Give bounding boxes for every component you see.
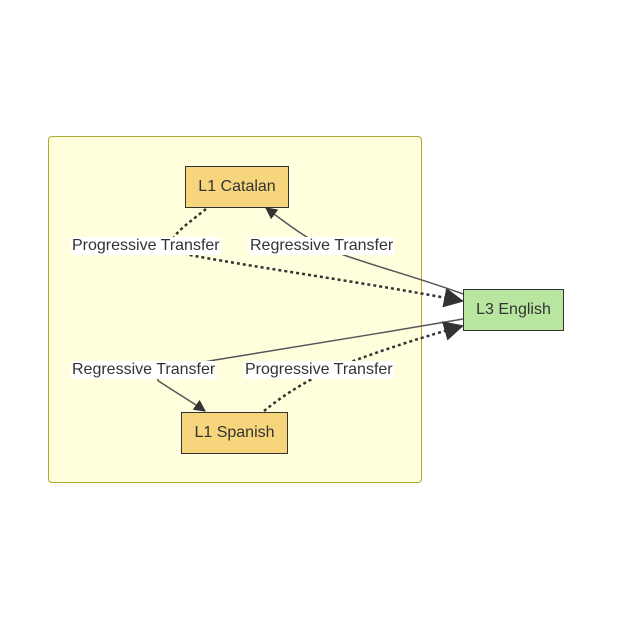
node-l1-spanish[interactable]: L1 Spanish: [181, 412, 288, 454]
node-l3-english[interactable]: L3 English: [463, 289, 564, 331]
node-l3-english-label: L3 English: [476, 301, 551, 318]
edge-label-english-regressive-catalan: Regressive Transfer: [249, 237, 395, 255]
edge-label-english-regressive-spanish: Regressive Transfer: [71, 361, 217, 379]
edge-catalan-progressive: [170, 208, 464, 308]
node-l1-catalan[interactable]: L1 Catalan: [185, 166, 289, 208]
node-l1-spanish-label: L1 Spanish: [194, 424, 275, 441]
edge-label-spanish-progressive: Progressive Transfer: [244, 361, 394, 379]
edge-label-catalan-progressive: Progressive Transfer: [71, 237, 221, 255]
node-l1-catalan-label: L1 Catalan: [198, 178, 276, 195]
